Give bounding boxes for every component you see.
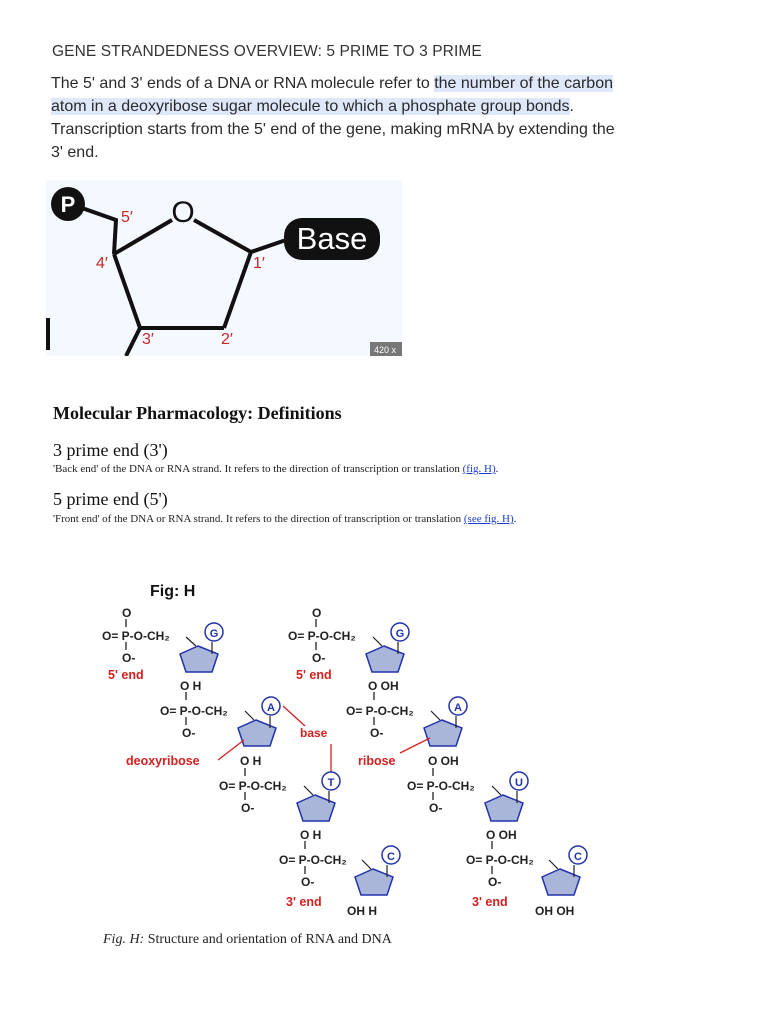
dna-five-end: 5' end xyxy=(108,668,144,682)
def-five-prime-end: . xyxy=(513,513,517,525)
rna-o-minus-2: O- xyxy=(370,726,383,740)
rna-phosphate-2: O= P-O-CH₂ xyxy=(346,704,414,718)
dna-oh-2: O H xyxy=(240,754,261,768)
def-five-prime-text: 'Front end' of the DNA or RNA strand. It… xyxy=(53,513,464,525)
def-five-prime: 'Front end' of the DNA or RNA strand. It… xyxy=(53,513,516,525)
base-box xyxy=(284,218,380,260)
ring-bond-o-1 xyxy=(193,218,252,254)
caption-label: Fig. H: xyxy=(103,932,145,947)
rna-o-minus-3: O- xyxy=(429,801,442,815)
rna-phosphate-4: O= P-O-CH₂ xyxy=(466,853,534,867)
rna-o-minus-4: O- xyxy=(488,875,501,889)
clipped-shape xyxy=(46,318,50,350)
dna-sugar-ring-1: G xyxy=(179,622,224,673)
rna-oh-1: O OH xyxy=(368,679,399,693)
ribose-label: ribose xyxy=(358,754,396,768)
rna-sugar-ring-1: G xyxy=(365,622,410,673)
rna-oh-bottom: OH OH xyxy=(535,904,574,918)
rna-o-top-1: O xyxy=(312,606,321,620)
page-title: GENE STRANDEDNESS OVERVIEW: 5 PRIME TO 3… xyxy=(52,43,482,60)
dna-o-minus-3: O- xyxy=(241,801,254,815)
dna-phosphate-4: O= P-O-CH₂ xyxy=(279,853,347,867)
def-three-prime-end: . xyxy=(495,463,499,475)
rna-base-a: A xyxy=(454,702,462,714)
dna-oh-3: O H xyxy=(300,828,321,842)
dna-o-top-1: O xyxy=(122,606,131,620)
rna-o-minus-1: O- xyxy=(312,651,325,665)
dna-o-minus-4: O- xyxy=(301,875,314,889)
rna-sugar-ring-3: U xyxy=(484,771,529,822)
dna-three-end: 3' end xyxy=(286,895,322,909)
sugar-diagram-svg: P O Base 5′ 4′ 1′ 3′ 2′ 420 x xyxy=(46,187,402,357)
dna-oh-1: O H xyxy=(180,679,201,693)
phosphate-bond xyxy=(81,206,119,255)
rna-base-c: C xyxy=(574,851,582,863)
fig-h-link[interactable]: (fig. H) xyxy=(462,463,496,475)
dna-sugar-ring-4: C xyxy=(354,845,401,896)
c5-label: 5′ xyxy=(121,209,133,226)
term-five-prime: 5 prime end (5') xyxy=(53,489,168,509)
dna-base-t: T xyxy=(328,777,335,789)
size-badge-text: 420 x xyxy=(374,345,397,355)
c2-label: 2′ xyxy=(221,331,233,348)
dna-sugar-ring-2: A xyxy=(237,696,281,747)
deoxyribose-pointer xyxy=(217,739,245,761)
phosphate-label: P xyxy=(61,192,76,217)
dna-o-minus-1: O- xyxy=(122,651,135,665)
dna-base-a: A xyxy=(267,702,275,714)
oxygen-label: O xyxy=(171,196,194,229)
base-label: base xyxy=(300,726,328,740)
c4-label: 4′ xyxy=(96,255,108,272)
rna-three-end: 3' end xyxy=(472,895,508,909)
dna-phosphate-2: O= P-O-CH₂ xyxy=(160,704,228,718)
ring-bond-2-1 xyxy=(222,251,253,329)
base-bond xyxy=(250,238,287,254)
dna-o-minus-2: O- xyxy=(182,726,195,740)
rna-oh-2: O OH xyxy=(428,754,459,768)
rna-phosphate-1: O= P-O-CH₂ xyxy=(288,629,356,643)
def-three-prime-text: 'Back end' of the DNA or RNA strand. It … xyxy=(53,463,463,475)
rna-base-g: G xyxy=(396,628,405,640)
figure-h: Fig: H O O= P-O-CH₂ O- 5' end G O H O= P… xyxy=(102,583,588,918)
dna-phosphate-3: O= P-O-CH₂ xyxy=(219,779,287,793)
intro-text-2: . Transcription starts from the 5' end o… xyxy=(51,98,615,161)
base-label: Base xyxy=(297,221,368,256)
see-fig-h-link[interactable]: (see fig. H) xyxy=(463,513,514,525)
sugar-diagram: P O Base 5′ 4′ 1′ 3′ 2′ 420 x xyxy=(46,180,402,357)
definitions-title: Molecular Pharmacology: Definitions xyxy=(53,403,342,423)
phosphate-circle xyxy=(51,187,85,221)
intro-text-1: The 5' and 3' ends of a DNA or RNA molec… xyxy=(51,75,435,92)
dna-base-g: G xyxy=(210,628,219,640)
deoxyribose-label: deoxyribose xyxy=(126,754,200,768)
figure-title: Fig: H xyxy=(150,583,195,600)
caption-text: Structure and orientation of RNA and DNA xyxy=(144,932,392,947)
ring-bond-4-3 xyxy=(112,253,142,329)
rna-sugar-ring-2: A xyxy=(423,696,468,747)
def-three-prime: 'Back end' of the DNA or RNA strand. It … xyxy=(53,463,498,475)
figure-caption: Fig. H: Structure and orientation of RNA… xyxy=(103,932,392,948)
dna-phosphate-1: O= P-O-CH₂ xyxy=(102,629,170,643)
c3-label: 3′ xyxy=(142,331,154,348)
base-pointer-a xyxy=(282,705,306,727)
rna-five-end: 5' end xyxy=(296,668,332,682)
dna-sugar-ring-3: T xyxy=(296,771,341,822)
c3-tail xyxy=(124,327,142,357)
rna-phosphate-3: O= P-O-CH₂ xyxy=(407,779,475,793)
intro-paragraph: The 5' and 3' ends of a DNA or RNA molec… xyxy=(51,72,621,164)
ribose-pointer xyxy=(399,737,431,754)
dna-oh-bottom: OH H xyxy=(347,904,377,918)
rna-base-u: U xyxy=(515,777,523,789)
c1-label: 1′ xyxy=(253,255,265,272)
rna-oh-3: O OH xyxy=(486,828,517,842)
term-three-prime: 3 prime end (3') xyxy=(53,440,168,460)
rna-sugar-ring-4: C xyxy=(541,845,588,896)
ring-bond-4-o xyxy=(112,218,174,256)
dna-base-c: C xyxy=(387,851,395,863)
size-badge xyxy=(370,342,402,356)
